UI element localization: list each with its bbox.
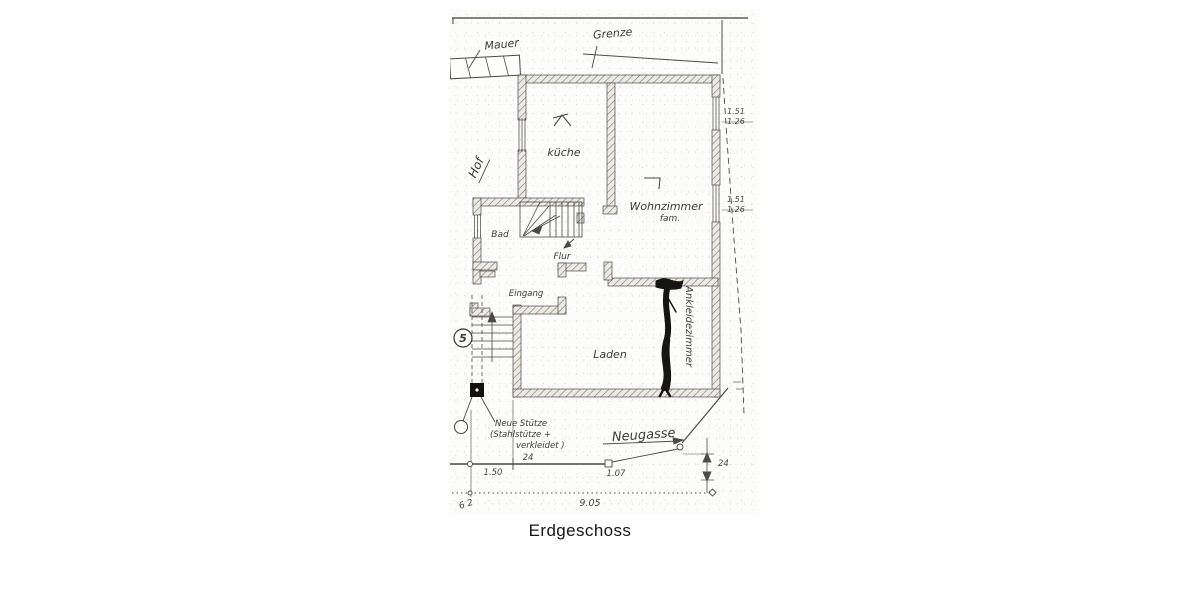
grenze-boundary-line: [582, 20, 745, 416]
scan-area: 5: [450, 10, 758, 515]
dim-right-24: 24: [718, 459, 729, 469]
label-flur: Flur: [553, 252, 571, 262]
entrance-steps: [471, 295, 513, 387]
faint-marks: [733, 381, 744, 390]
marker-scribble-wall: [655, 278, 684, 398]
annotation-stuetze-2: (Stahlstütze +: [490, 430, 551, 440]
dim-window-b-w: 1.51: [727, 195, 745, 204]
flur-door-arrow: [563, 238, 575, 249]
chimney-symbol: [552, 113, 572, 127]
dim-misc: 6 2: [458, 498, 475, 512]
svg-text:Hof: Hof: [465, 154, 487, 180]
annotation-stuetze-3: verkleidet ): [516, 441, 565, 451]
label-eingang: Eingang: [509, 289, 544, 299]
label-kueche: küche: [547, 146, 580, 159]
dimension-lines: [450, 121, 753, 497]
page-caption: Erdgeschoss: [528, 521, 632, 540]
interior-walls: [557, 82, 618, 281]
label-bad: Bad: [491, 230, 509, 240]
staircase: [519, 201, 583, 238]
dim-1-07: 1.07: [607, 469, 627, 479]
label-neugasse: Neugasse: [611, 426, 676, 445]
dim-window-b-h: 1.26: [727, 205, 745, 214]
label-hof: Hof: [465, 154, 491, 184]
dim-window-a-w: 1.51: [727, 107, 745, 116]
annotation-stuetze-1: Neue Stütze: [495, 419, 547, 429]
dim-window-a-h: 1.26: [727, 117, 745, 126]
label-laden: Laden: [593, 348, 627, 361]
label-mauer: Mauer: [484, 36, 521, 53]
label-wohnzimmer-sub: fam.: [660, 214, 680, 224]
dim-total-9-05: 9.05: [579, 498, 600, 509]
label-grenze: Grenze: [593, 25, 634, 41]
dim-1-50: 1.50: [484, 468, 503, 478]
mauer-wall-block: [450, 54, 522, 80]
dim-col-24: 24: [523, 453, 534, 463]
floorplan-drawing: 5: [450, 17, 753, 512]
window-symbols: [474, 97, 720, 238]
label-ankleidezimmer: Ankleidezimmer: [683, 285, 694, 368]
label-wohnzimmer: Wohnzimmer: [629, 200, 704, 213]
wohnzimmer-mark: [644, 177, 661, 190]
position-marker-5: 5: [453, 328, 473, 348]
marker-5-label: 5: [459, 332, 467, 345]
steel-column: [454, 383, 496, 434]
